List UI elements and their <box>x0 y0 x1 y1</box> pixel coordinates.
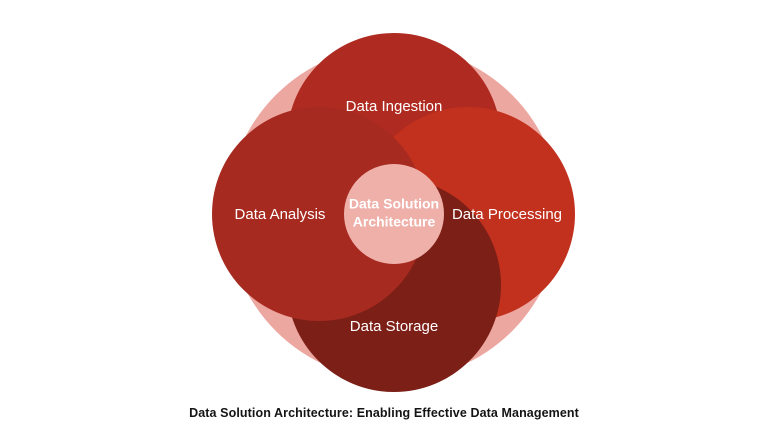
label-data-storage: Data Storage <box>350 318 438 335</box>
center-label-line2: Architecture <box>353 214 436 230</box>
label-data-ingestion: Data Ingestion <box>346 98 443 115</box>
label-data-processing: Data Processing <box>452 206 562 223</box>
figure-caption: Data Solution Architecture: Enabling Eff… <box>189 406 579 420</box>
venn-diagram: Data Ingestion Data Processing Data Stor… <box>212 33 575 392</box>
label-data-analysis: Data Analysis <box>235 206 326 223</box>
venn-diagram-svg: Data Ingestion Data Processing Data Stor… <box>212 33 575 392</box>
lobe-data-analysis[interactable] <box>212 107 426 321</box>
center-circle[interactable] <box>344 164 444 264</box>
center-label-line1: Data Solution <box>349 196 439 212</box>
